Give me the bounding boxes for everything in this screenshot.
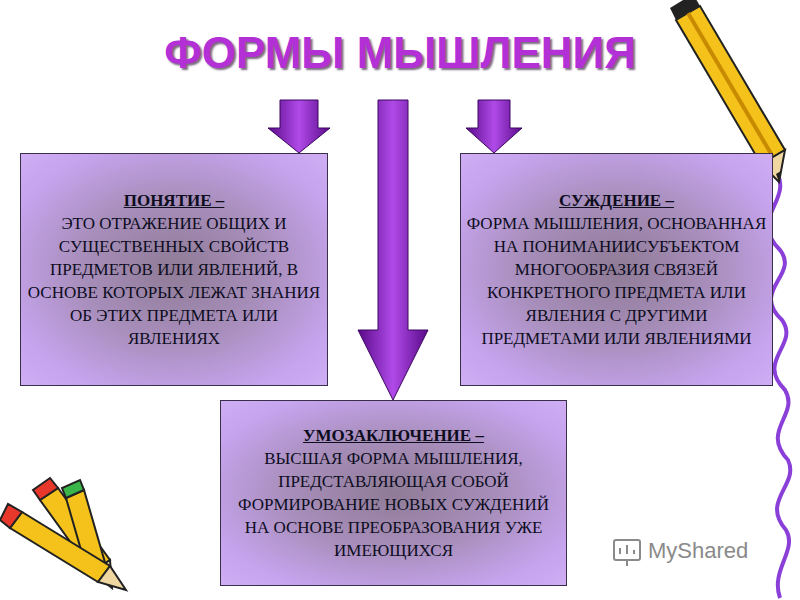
concept-box: ПОНЯТИЕ –ЭТО ОТРАЖЕНИЕ ОБЩИХ И СУЩЕСТВЕН…	[20, 153, 328, 386]
box-heading: ПОНЯТИЕ –	[25, 189, 323, 212]
box-heading: СУЖДЕНИЕ –	[465, 189, 768, 212]
box-heading: УМОЗАКЛЮЧЕНИЕ –	[225, 424, 562, 447]
down-arrow	[358, 100, 428, 400]
down-arrow	[466, 100, 522, 153]
watermark-icon	[614, 540, 640, 566]
watermark: MyShared	[648, 538, 748, 564]
box-text: ВЫСШАЯ ФОРМА МЫШЛЕНИЯ, ПРЕДСТАВЛЯЮЩАЯ СО…	[225, 447, 562, 562]
diagram-title: ФОРМЫ МЫШЛЕНИЯ	[0, 28, 800, 78]
box-text: ЭТО ОТРАЖЕНИЕ ОБЩИХ И СУЩЕСТВЕННЫХ СВОЙС…	[25, 212, 323, 350]
down-arrow	[268, 100, 330, 153]
pencil	[0, 504, 126, 590]
box-text: ФОРМА МЫШЛЕНИЯ, ОСНОВАННАЯ НА ПОНИМАНИИС…	[465, 212, 768, 350]
concept-box: УМОЗАКЛЮЧЕНИЕ –ВЫСШАЯ ФОРМА МЫШЛЕНИЯ, ПР…	[220, 400, 567, 586]
concept-box: СУЖДЕНИЕ –ФОРМА МЫШЛЕНИЯ, ОСНОВАННАЯ НА …	[460, 153, 773, 386]
